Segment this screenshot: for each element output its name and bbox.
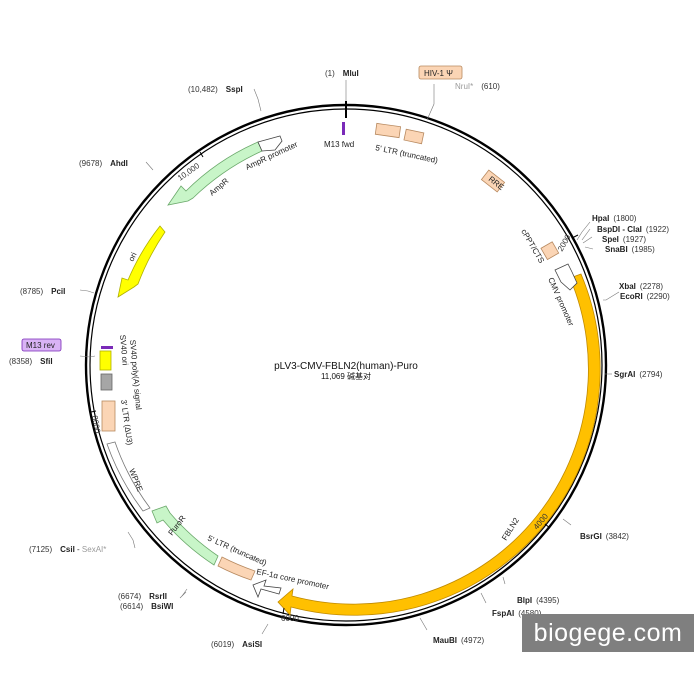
site-rsrii[interactable]: (6674)RsrII [118,592,167,601]
plasmid-size: 11,069 碱基对 [321,371,371,381]
ef1a-arc[interactable] [252,579,282,599]
site-pcii[interactable]: (8785)PciI [20,287,65,296]
site-asisi[interactable]: (6019)AsiSI [211,640,262,649]
site-xbai[interactable]: XbaI(2278) [619,282,663,291]
ltr5b-label: 5' LTR (truncated) [206,534,268,568]
tick-6000 [282,607,285,615]
ltr5b-arc[interactable] [217,556,256,581]
ampr-promoter-arc[interactable] [257,135,283,152]
wpre-arc[interactable] [106,441,151,512]
site-nrui[interactable]: NruI*(610) [455,82,500,91]
tick-4000 [544,523,551,529]
m13rev-label-box [21,338,62,352]
site-bsiwi[interactable]: (6614)BsiWI [120,602,173,611]
site-spei[interactable]: SpeI(1927) [602,235,646,244]
ampr-arc[interactable] [167,141,263,206]
site-sgrai[interactable]: SgrAI(2794) [614,370,663,379]
m13rev-label: M13 rev [26,341,55,350]
site-bspdi-clai[interactable]: BspDI - ClaI(1922) [597,225,669,234]
site-bsrgi[interactable]: BsrGI(3842) [580,532,629,541]
site-ecori[interactable]: EcoRI(2290) [620,292,670,301]
site-maubi[interactable]: MauBI(4972) [433,636,484,645]
ltr3-box[interactable] [101,400,116,432]
sv40pa-box[interactable] [100,373,113,391]
ori-arc[interactable] [117,225,166,298]
fbln2-arc[interactable] [277,273,601,616]
sv40ori-box[interactable] [99,350,112,371]
site-sfii[interactable]: (8358)SfiI [9,357,53,366]
hiv-label: HIV-1 Ψ [424,69,453,78]
tick-2000 [571,234,579,239]
plasmid-name: pLV3-CMV-FBLN2(human)-Puro [274,361,418,372]
m13fwd-label: M13 fwd [324,140,354,149]
rre-box[interactable] [480,169,506,193]
site-csii[interactable]: (7125)CsiI - SexAI* [29,545,106,554]
site-sspi[interactable]: (10,482)SspI [188,85,243,94]
site-snabi[interactable]: SnaBI(1985) [605,245,655,254]
tick-8000-label: 8000 [90,415,102,435]
cppt-label: cPPT/CTS [519,228,546,265]
tick-6000-label: 6000 [281,614,299,623]
hiv-label-box [418,65,463,80]
site-blpi[interactable]: BlpI(4395) [517,596,560,605]
m13fwd-primer [342,122,345,135]
ori-label: ori [127,251,139,263]
tick-10000 [199,151,204,158]
sv40pa-label: SV40 poly(A) signal [128,339,143,410]
ltr5-label: 5' LTR (truncated) [375,143,439,165]
puror-arc[interactable] [151,505,219,566]
site-ahdi[interactable]: (9678)AhdI [79,159,128,168]
site-hpai[interactable]: HpaI(1800) [592,214,637,223]
sv40ori-label: SV40 ori [118,334,130,366]
ltr3-label: 3' LTR (ΔU3) [119,399,134,446]
cppt-box[interactable] [540,241,560,261]
m13rev-primer [101,346,113,349]
ltr5-box-1[interactable] [374,122,402,139]
tick-8000 [90,410,97,413]
site-mlui[interactable]: (1)MluI [325,69,359,78]
site-leaders [79,80,620,635]
cmv-arrow[interactable] [554,263,578,291]
ltr5-box-2[interactable] [403,128,425,145]
site-fspai[interactable]: FspAI(4580) [492,609,542,618]
watermark-logo: biogege.com [522,614,694,652]
